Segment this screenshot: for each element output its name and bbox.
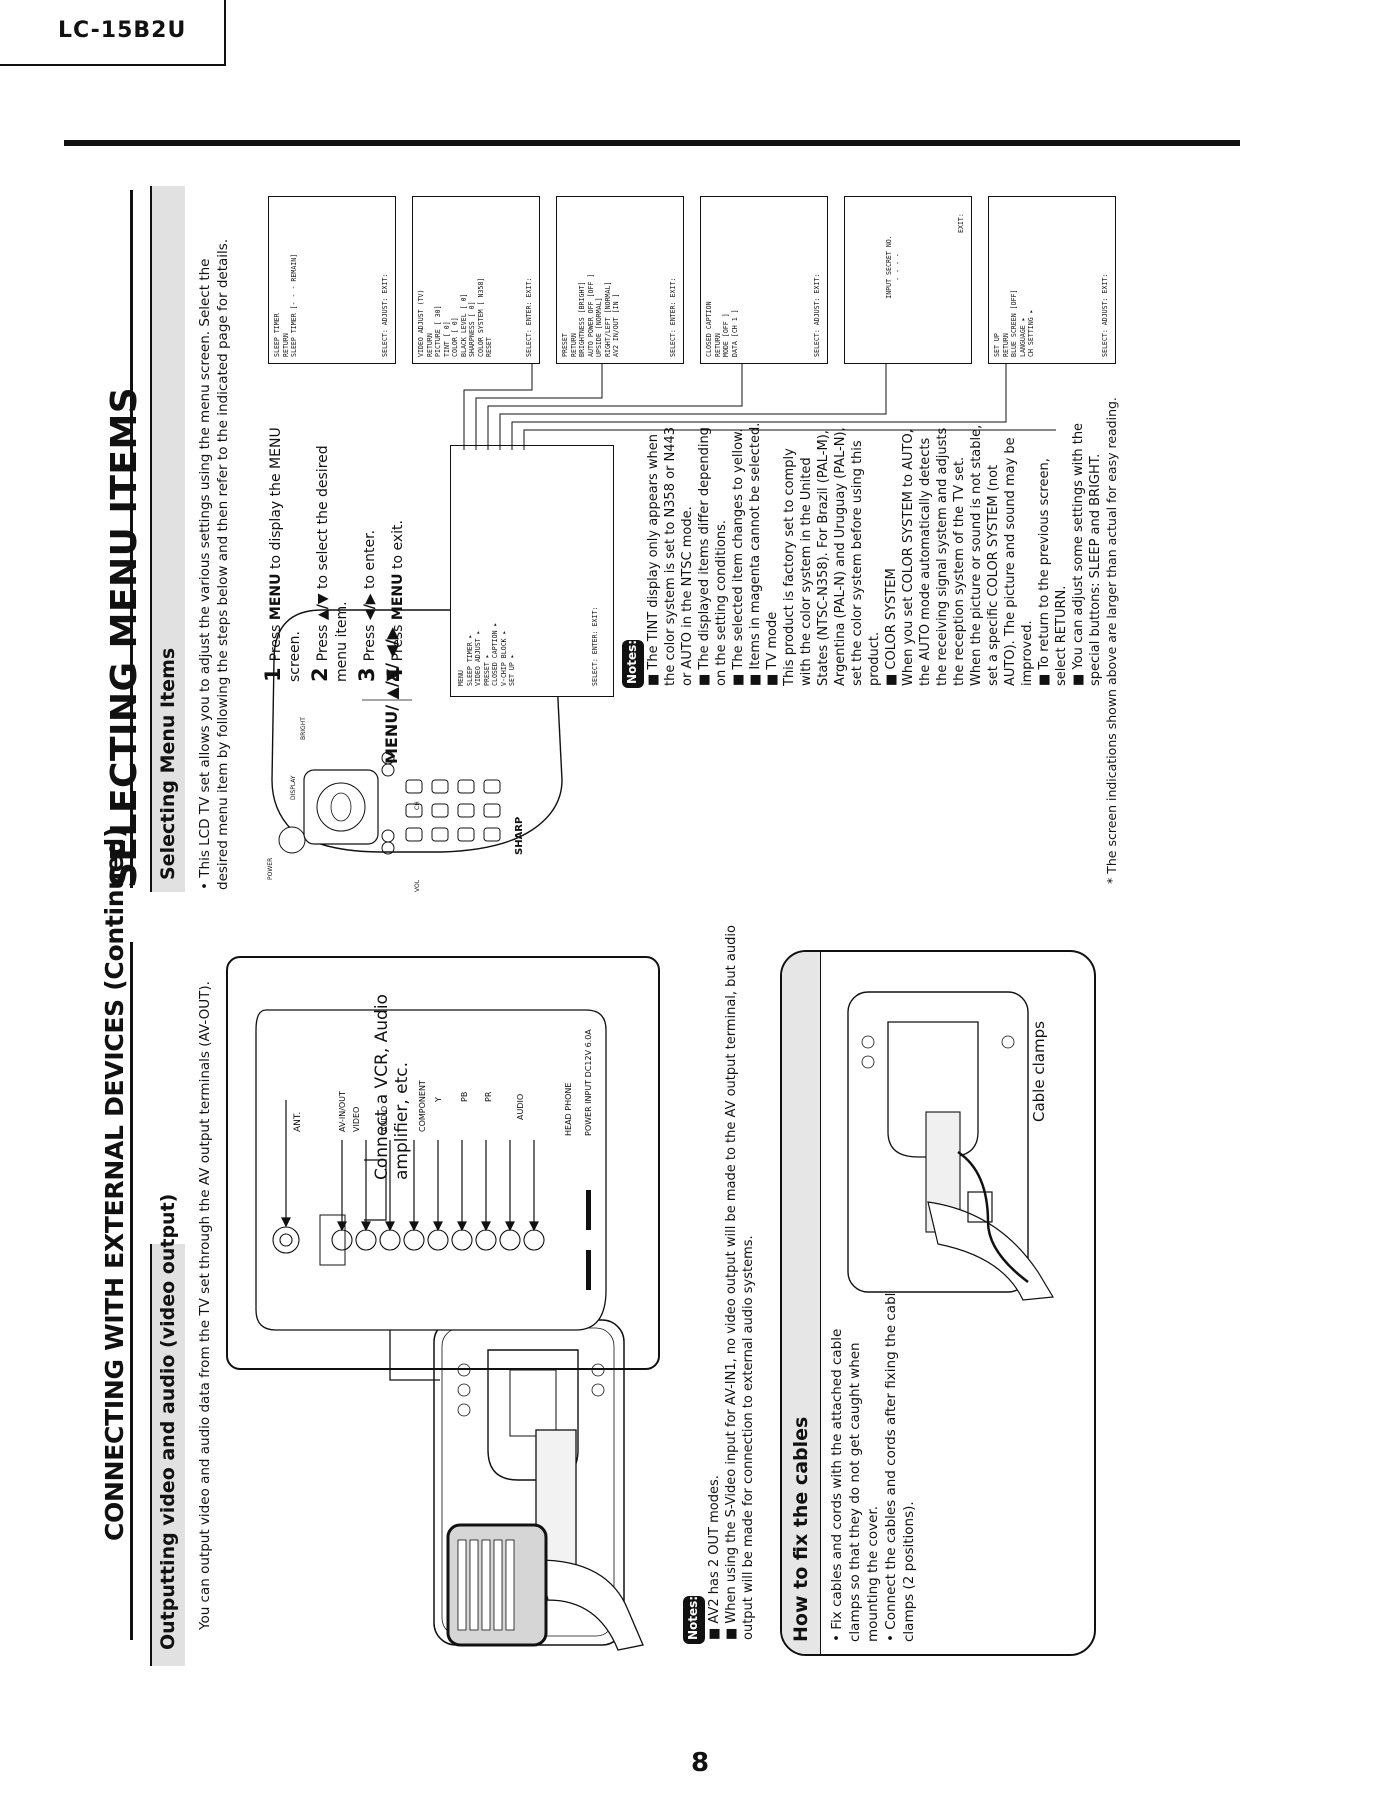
right-note-10: ■ To return to the previous screen, sele… (1037, 458, 1069, 686)
callout-bracket (364, 1159, 387, 1221)
model-box: LC-15B2U (0, 0, 226, 66)
set-up-footer: SELECT: ADJUST: EXIT: (1101, 273, 1109, 357)
sleep-timer-lines: SLEEP TIMER RETURN SLEEP TIMER [- - - RE… (273, 253, 298, 357)
step-1: 1Press MENU to display the MENU screen. (261, 427, 303, 682)
terminal-label-power: POWER INPUT DC12V 6.0A (584, 1029, 593, 1136)
remote-brand-label: SHARP (514, 816, 525, 855)
fix-cables-header (782, 952, 821, 1654)
terminal-label-pr: PR (484, 1091, 493, 1102)
terminal-panel (255, 1009, 607, 1331)
right-page-title: SELECTING MENU ITEMS (104, 386, 145, 888)
right-section-heading: Selecting Menu Items (157, 647, 179, 880)
main-menu-screen: MENU SLEEP TIMER ▸ VIDEO ADJUST ▸ PRESET… (450, 445, 614, 697)
right-notes-label: Notes: (625, 639, 639, 684)
preset-lines: PRESET RETURN BRIGHTNESS [BRIGHT] AUTO P… (561, 273, 620, 357)
right-note-3: ■ The selected item changes to yellow. (731, 428, 746, 686)
terminal-label-y: Y (434, 1097, 443, 1102)
screen-closed-caption: CLOSED CAPTION RETURN MODE [OFF ] DATA [… (700, 196, 828, 364)
left-page-title: CONNECTING WITH EXTERNAL DEVICES (Contin… (100, 826, 129, 1541)
remote-display-label: DISPLAY (290, 775, 297, 800)
terminal-panel-frame (226, 956, 660, 1370)
terminal-label-audio2: AUDIO (516, 1093, 525, 1120)
screen-set-up: SET UP RETURN BLUE SCREEN [OFF] LANGUAGE… (988, 196, 1116, 364)
right-note-2: ■ The displayed items differ depending o… (697, 427, 729, 686)
left-note-2: ■ When using the S-Video input for AV-IN… (724, 925, 756, 1640)
menu-steps: 1Press MENU to display the MENU screen. … (261, 422, 414, 682)
menu-connector-lines (463, 360, 1056, 450)
screen-video-adjust: VIDEO ADJUST (TV) RETURN PICTURE [ 30] T… (412, 196, 540, 364)
fix-cables-bullets: • Fix cables and cords with the attached… (828, 1282, 918, 1642)
left-intro-text: You can output video and audio data from… (197, 981, 213, 1630)
cable-clamps-callout: Cable clamps (1030, 1021, 1048, 1122)
step-4: 4Press MENU to exit. (383, 520, 407, 682)
closed-caption-lines: CLOSED CAPTION RETURN MODE [OFF ] DATA [… (705, 301, 739, 357)
right-note-4: ■ Items in magenta cannot be selected. (748, 422, 763, 686)
remote-vol-label: VOL (414, 879, 421, 892)
fix-cables-box: How to fix the cables • Fix cables and c… (780, 950, 1096, 1656)
screen-preset: PRESET RETURN BRIGHTNESS [BRIGHT] AUTO P… (556, 196, 684, 364)
fix-bullet-2: • Connect the cables and cords after fix… (883, 1284, 917, 1642)
top-rule (64, 140, 1240, 146)
cable-clamp-illustration (847, 991, 1055, 1301)
right-note-11: ■ You can adjust some settings with the … (1071, 422, 1103, 686)
fix-cables-heading: How to fix the cables (790, 1416, 812, 1642)
right-note-5: ■ TV mode (765, 611, 780, 686)
left-heading-bar (150, 1244, 185, 1666)
fix-bullet-1: • Fix cables and cords with the attached… (829, 1328, 881, 1642)
main-menu-lines: MENU SLEEP TIMER ▸ VIDEO ADJUST ▸ PRESET… (457, 622, 516, 686)
right-note-9: When the picture or sound is not stable,… (969, 424, 1035, 686)
right-notes-list: ■ The TINT display only appears when the… (645, 421, 1104, 686)
right-notes-badge (622, 640, 644, 688)
set-up-lines: SET UP RETURN BLUE SCREEN [OFF] LANGUAGE… (993, 289, 1035, 358)
tv-rear-illustration (433, 1319, 644, 1651)
screen-sleep-timer: SLEEP TIMER RETURN SLEEP TIMER [- - - RE… (268, 196, 396, 364)
v-chip-footer: EXIT: (957, 213, 965, 233)
main-menu-footer: SELECT: ENTER: EXIT: (591, 606, 599, 686)
left-notes-label: Notes: (686, 1595, 700, 1640)
remote-bright-label: BRIGHT (300, 717, 307, 740)
right-note-8: When you set COLOR SYSTEM to AUTO, the A… (901, 427, 967, 686)
right-intro-text: • This LCD TV set allows you to adjust t… (197, 238, 231, 890)
right-heading-bar (150, 186, 185, 892)
footnote: * The screen indications shown above are… (1104, 397, 1119, 884)
right-note-6: This product is factory set to comply wi… (782, 427, 882, 686)
left-notes-list: ■ AV2 has 2 OUT modes. ■ When using the … (706, 880, 757, 1640)
right-note-1: ■ The TINT display only appears when the… (646, 426, 695, 686)
terminal-label-headphone: HEAD PHONE (564, 1082, 573, 1136)
left-section-heading: Outputting video and audio (video output… (157, 1193, 179, 1650)
closed-caption-footer: SELECT: ADJUST: EXIT: (813, 273, 821, 357)
terminal-labels: ANT. (293, 1111, 303, 1132)
terminal-label-pb: PB (460, 1091, 469, 1102)
page-number: 8 (690, 1748, 710, 1778)
terminal-label-av: AV-IN/OUT (338, 1091, 347, 1132)
preset-footer: SELECT: ENTER: EXIT: (669, 277, 677, 357)
right-note-7: ■ COLOR SYSTEM (884, 568, 899, 686)
terminal-label-video: VIDEO (352, 1106, 361, 1132)
terminal-label-component: COMPONENT (418, 1080, 427, 1132)
video-adjust-lines: VIDEO ADJUST (TV) RETURN PICTURE [ 30] T… (417, 277, 493, 357)
v-chip-lines: INPUT SECRET NO. - - - - (885, 235, 902, 299)
model-number: LC-15B2U (58, 18, 187, 43)
step-2: 2Press ▲/▼ to select the desired menu it… (308, 445, 350, 682)
step-3: 3Press ◀/▶ to enter. (355, 529, 379, 682)
video-adjust-footer: SELECT: ENTER: EXIT: (525, 277, 533, 357)
remote-ch-label: CH (414, 801, 421, 810)
remote-power-label: POWER (267, 857, 274, 880)
left-note-1: ■ AV2 has 2 OUT modes. (707, 1475, 722, 1640)
right-title-rule (130, 190, 133, 888)
left-notes-badge (683, 1596, 705, 1644)
left-title-rule (130, 942, 133, 1640)
screen-v-chip-block: INPUT SECRET NO. - - - - EXIT: (844, 196, 972, 364)
sleep-timer-footer: SELECT: ADJUST: EXIT: (381, 273, 389, 357)
